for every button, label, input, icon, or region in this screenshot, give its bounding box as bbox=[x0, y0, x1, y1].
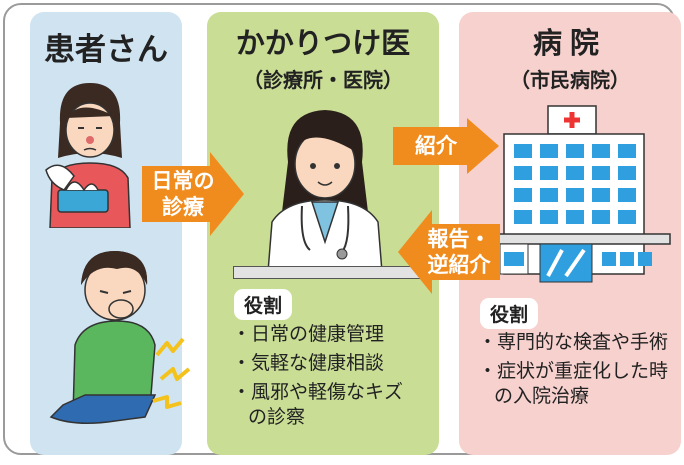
hospital-title: 病院 bbox=[532, 26, 607, 60]
hospital-role-item: 症状が重症化した時の入院治療 bbox=[478, 359, 682, 409]
daily-care-label-line1: 日常の bbox=[151, 169, 215, 193]
clinic-title: かかりつけ医 bbox=[235, 26, 411, 60]
sick-girl-illustration bbox=[40, 78, 140, 232]
hospital-role-badge: 役割 bbox=[480, 298, 539, 329]
clinic-role-list: 日常の健康管理 気軽な健康相談 風邪や軽傷なキズの診察 bbox=[232, 322, 428, 434]
sick-boy-illustration bbox=[45, 245, 195, 434]
hospital-building-illustration bbox=[489, 100, 675, 289]
hospital-role-list: 専門的な検査や手術 症状が重症化した時の入院治療 bbox=[478, 330, 668, 413]
hospital-subtitle: （市民病院） bbox=[510, 68, 630, 92]
clinic-subtitle: （診療所・医院） bbox=[243, 68, 403, 92]
clinic-role-item: 日常の健康管理 bbox=[232, 322, 428, 347]
patient-title: 患者さん bbox=[44, 32, 168, 68]
referral-arrow: 紹介 bbox=[393, 118, 499, 174]
report-label-line1: 報告・ bbox=[427, 227, 491, 251]
clinic-role-item: 気軽な健康相談 bbox=[232, 351, 428, 376]
doctor-illustration bbox=[250, 102, 400, 281]
daily-care-arrow: 日常の 診療 bbox=[142, 152, 244, 236]
daily-care-label-line2: 診療 bbox=[162, 195, 204, 219]
report-label-line2: 逆紹介 bbox=[427, 253, 491, 277]
clinic-role-badge: 役割 bbox=[234, 289, 293, 320]
clinic-role-item: 風邪や軽傷なキズの診察 bbox=[232, 380, 408, 430]
report-arrow: 報告・ 逆紹介 bbox=[398, 210, 500, 294]
referral-label: 紹介 bbox=[415, 134, 457, 158]
hospital-role-item: 専門的な検査や手術 bbox=[478, 330, 682, 355]
